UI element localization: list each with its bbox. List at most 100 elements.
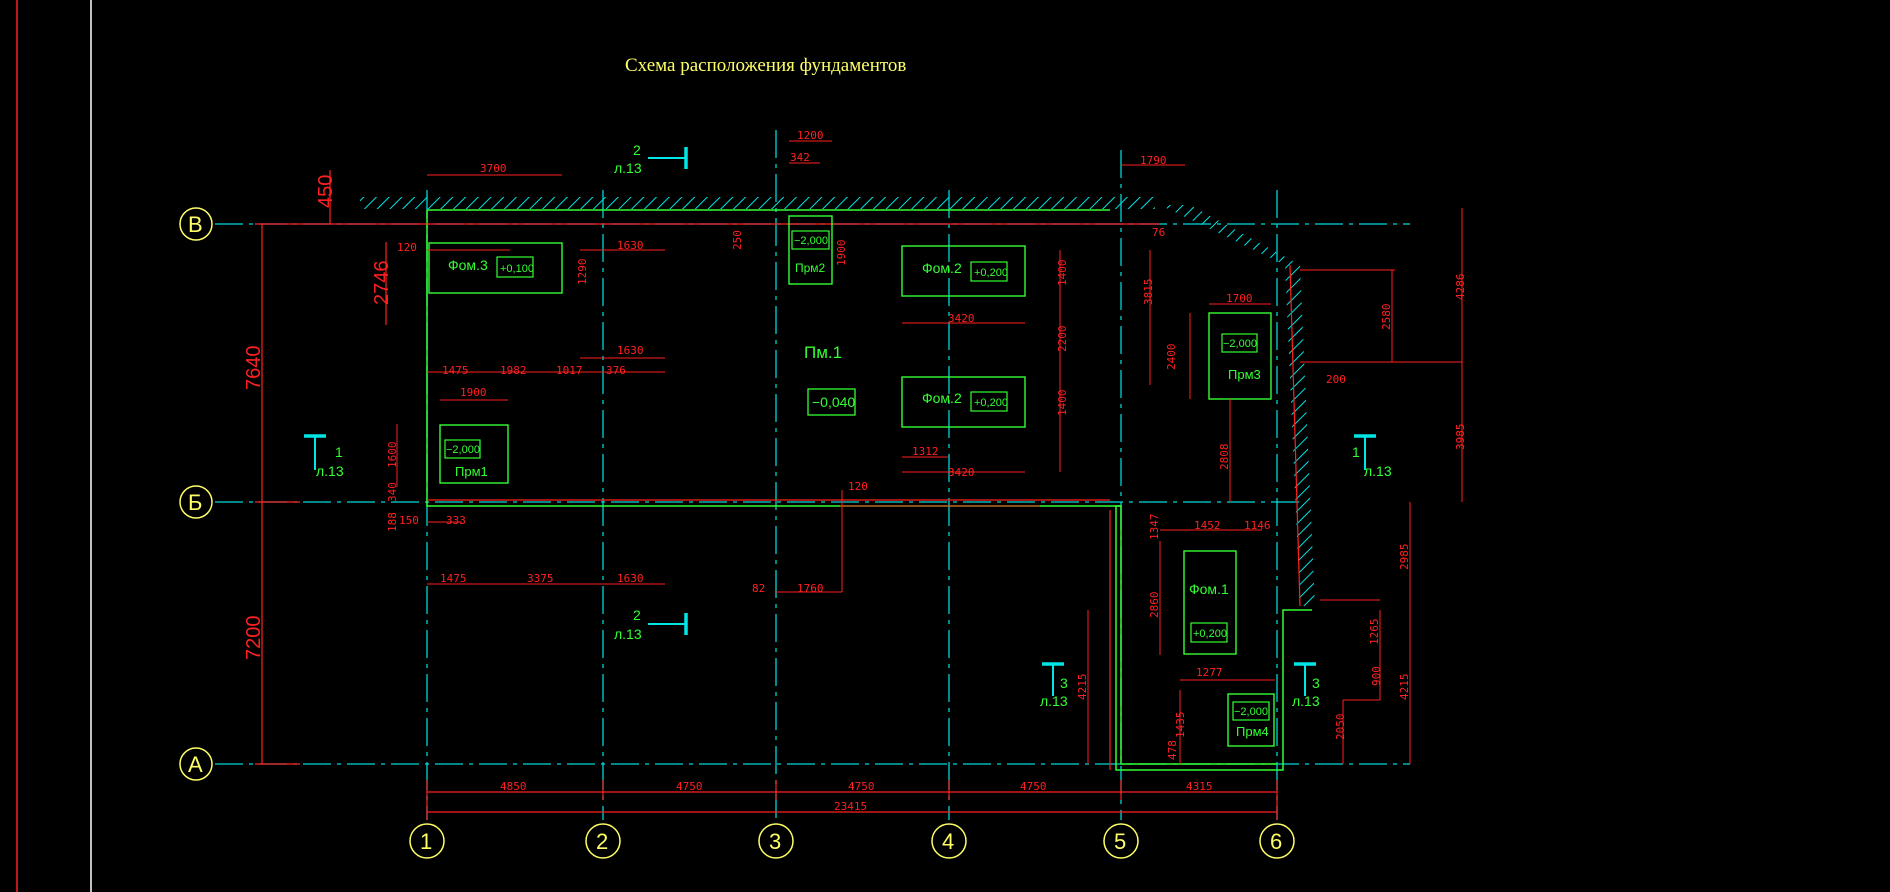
building-outline (426, 209, 1312, 771)
dim-text: 82 (752, 582, 765, 595)
dim-text: 1630 (617, 239, 644, 252)
dim-text: 1475 (442, 364, 469, 377)
svg-text:−2,000: −2,000 (794, 235, 828, 247)
svg-text:1: 1 (420, 829, 432, 854)
dim-text: 1700 (1226, 292, 1253, 305)
dim-text: 3375 (527, 572, 554, 585)
svg-text:−2,000: −2,000 (1234, 706, 1268, 718)
svg-text:Прм3: Прм3 (1228, 367, 1261, 382)
axis-bubble-V: В (179, 207, 213, 241)
axis-bubble-1: 1 (409, 823, 445, 859)
dim-text: 4215 (1076, 674, 1089, 701)
svg-text:Прм2: Прм2 (795, 261, 826, 275)
axis-bubble-6: 6 (1259, 823, 1295, 859)
svg-text:А: А (188, 752, 203, 777)
svg-text:В: В (188, 212, 203, 237)
svg-text:Фом.2: Фом.2 (922, 260, 962, 276)
dim-7640: 7640 (243, 346, 265, 391)
foundation-fom2-bottom: Фом.2 +0,200 (901, 376, 1026, 428)
svg-text:6: 6 (1270, 829, 1282, 854)
dim-text: 1265 (1368, 619, 1381, 646)
dim-text: 2050 (1334, 714, 1347, 741)
axis-bubble-4: 4 (931, 823, 967, 859)
dim-text: 188 (386, 512, 399, 532)
dim-23415: 23415 (834, 800, 867, 813)
wall-hatch-top (360, 197, 1155, 209)
dim-text: 120 (397, 241, 417, 254)
dim-text: 3815 (1142, 279, 1155, 306)
section-mark-2-top: 2 л.13 (614, 142, 688, 176)
svg-text:+0,200: +0,200 (1193, 628, 1227, 640)
dim-text: 1452 (1194, 519, 1221, 532)
dim-text: 1347 (1148, 514, 1161, 541)
svg-text:Фом.1: Фом.1 (1189, 581, 1229, 597)
dim-text: 900 (1370, 666, 1383, 686)
dim-text: 2985 (1398, 544, 1411, 571)
svg-text:1: 1 (1352, 444, 1360, 460)
dim-text: 1760 (797, 582, 824, 595)
foundation-fom1: Фом.1 +0,200 (1183, 550, 1237, 655)
pit-prm3: −2,000 Прм3 (1208, 312, 1272, 400)
dim-text: 3985 (1454, 424, 1467, 451)
svg-text:л.13: л.13 (614, 160, 642, 176)
dim-text: 1017 (556, 364, 583, 377)
svg-text:л.13: л.13 (1364, 463, 1392, 479)
dim-4750c: 4750 (1020, 780, 1047, 793)
dim-text: 1312 (912, 445, 939, 458)
dim-4750b: 4750 (848, 780, 875, 793)
dim-text: 76 (1152, 226, 1165, 239)
dim-text: 342 (790, 151, 810, 164)
dim-text: 1630 (617, 344, 644, 357)
svg-text:−2,000: −2,000 (446, 444, 480, 456)
floor-level-mark: −0,040 (807, 388, 856, 416)
svg-text:+0,100: +0,100 (500, 263, 534, 275)
svg-text:−2,000: −2,000 (1223, 338, 1257, 350)
svg-text:л.13: л.13 (1292, 693, 1320, 709)
section-mark-3-left: 3 л.13 (1040, 662, 1068, 709)
axis-bubble-B: Б (179, 485, 213, 519)
dim-text: 2580 (1380, 304, 1393, 331)
dim-text: 2400 (1165, 344, 1178, 371)
svg-text:+0,200: +0,200 (974, 397, 1008, 409)
dim-text: 1400 (1056, 390, 1069, 417)
svg-text:Прм1: Прм1 (455, 464, 488, 479)
svg-text:4: 4 (942, 829, 954, 854)
dim-text: 1982 (500, 364, 527, 377)
svg-text:л.13: л.13 (1040, 693, 1068, 709)
dim-text: 2200 (1056, 326, 1069, 353)
pit-prm4: −2,000 Прм4 (1227, 693, 1275, 747)
dim-text: 1435 (1174, 712, 1187, 739)
dim-text: 333 (446, 514, 466, 527)
dim-text: 1146 (1244, 519, 1271, 532)
pit-prm1: −2,000 Прм1 (439, 424, 509, 484)
left-dimension-chain (255, 170, 387, 765)
dim-text: 4215 (1398, 674, 1411, 701)
svg-text:л.13: л.13 (316, 463, 344, 479)
dim-text: 1277 (1196, 666, 1223, 679)
svg-text:5: 5 (1114, 829, 1126, 854)
svg-text:2: 2 (633, 142, 641, 158)
svg-text:+0,200: +0,200 (974, 267, 1008, 279)
svg-text:3: 3 (1060, 675, 1068, 691)
dim-450: 450 (315, 175, 337, 208)
svg-text:2: 2 (633, 607, 641, 623)
dim-text: 200 (1326, 373, 1346, 386)
axis-bubble-A: А (179, 747, 213, 781)
dim-text: 3700 (480, 162, 507, 175)
dim-text: 1400 (1056, 260, 1069, 287)
dim-text: 3420 (948, 312, 975, 325)
svg-text:1: 1 (335, 444, 343, 460)
dim-text: 120 (848, 480, 868, 493)
dim-text: 2808 (1218, 444, 1231, 471)
dim-text: 376 (606, 364, 626, 377)
dim-text: 1900 (460, 386, 487, 399)
pit-prm2: −2,000 Прм2 (788, 215, 833, 285)
axis-bubble-3: 3 (758, 823, 794, 859)
dim-text: 1200 (797, 129, 824, 142)
section-mark-3-right: 3 л.13 (1292, 662, 1320, 709)
svg-text:л.13: л.13 (614, 626, 642, 642)
foundation-fom3: Фом.3 +0,100 (428, 242, 563, 294)
aux-dimension-lines (396, 140, 1463, 764)
section-mark-1-left: 1 л.13 (304, 434, 344, 479)
